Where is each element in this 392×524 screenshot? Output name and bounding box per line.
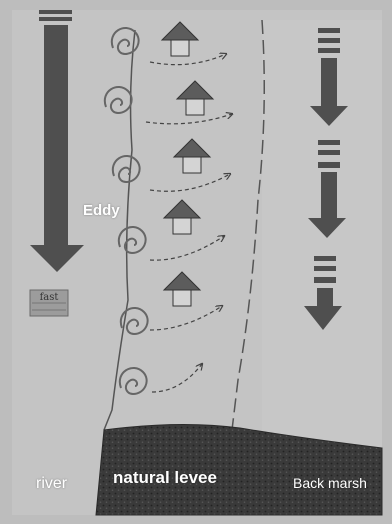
natural-levee-label: natural levee [113,468,217,488]
river-label: river [36,475,67,493]
fast-label: fast [40,292,59,303]
eddy-label: Eddy [83,202,120,219]
back-marsh-label: Back marsh [293,475,367,491]
fast-label-box: fast [30,290,68,316]
